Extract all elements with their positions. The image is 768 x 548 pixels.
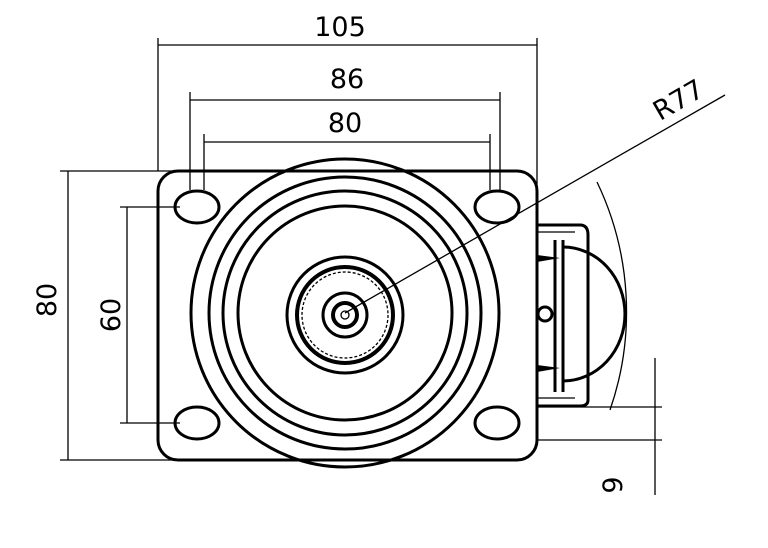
bearing-rings [189, 157, 501, 469]
wheel-side-view [536, 223, 627, 408]
dim-plate-width: 105 [314, 12, 366, 43]
dim-hole-outer-spacing: 86 [330, 64, 364, 95]
dim-plate-height: 80 [32, 283, 63, 317]
dim-offset: 9 [598, 476, 629, 493]
dim-swivel-radius: R77 [648, 74, 710, 127]
dim-hole-vertical-spacing: 60 [96, 298, 127, 332]
dim-hole-inner-spacing: 80 [328, 108, 362, 139]
dimension-lines [60, 38, 726, 495]
